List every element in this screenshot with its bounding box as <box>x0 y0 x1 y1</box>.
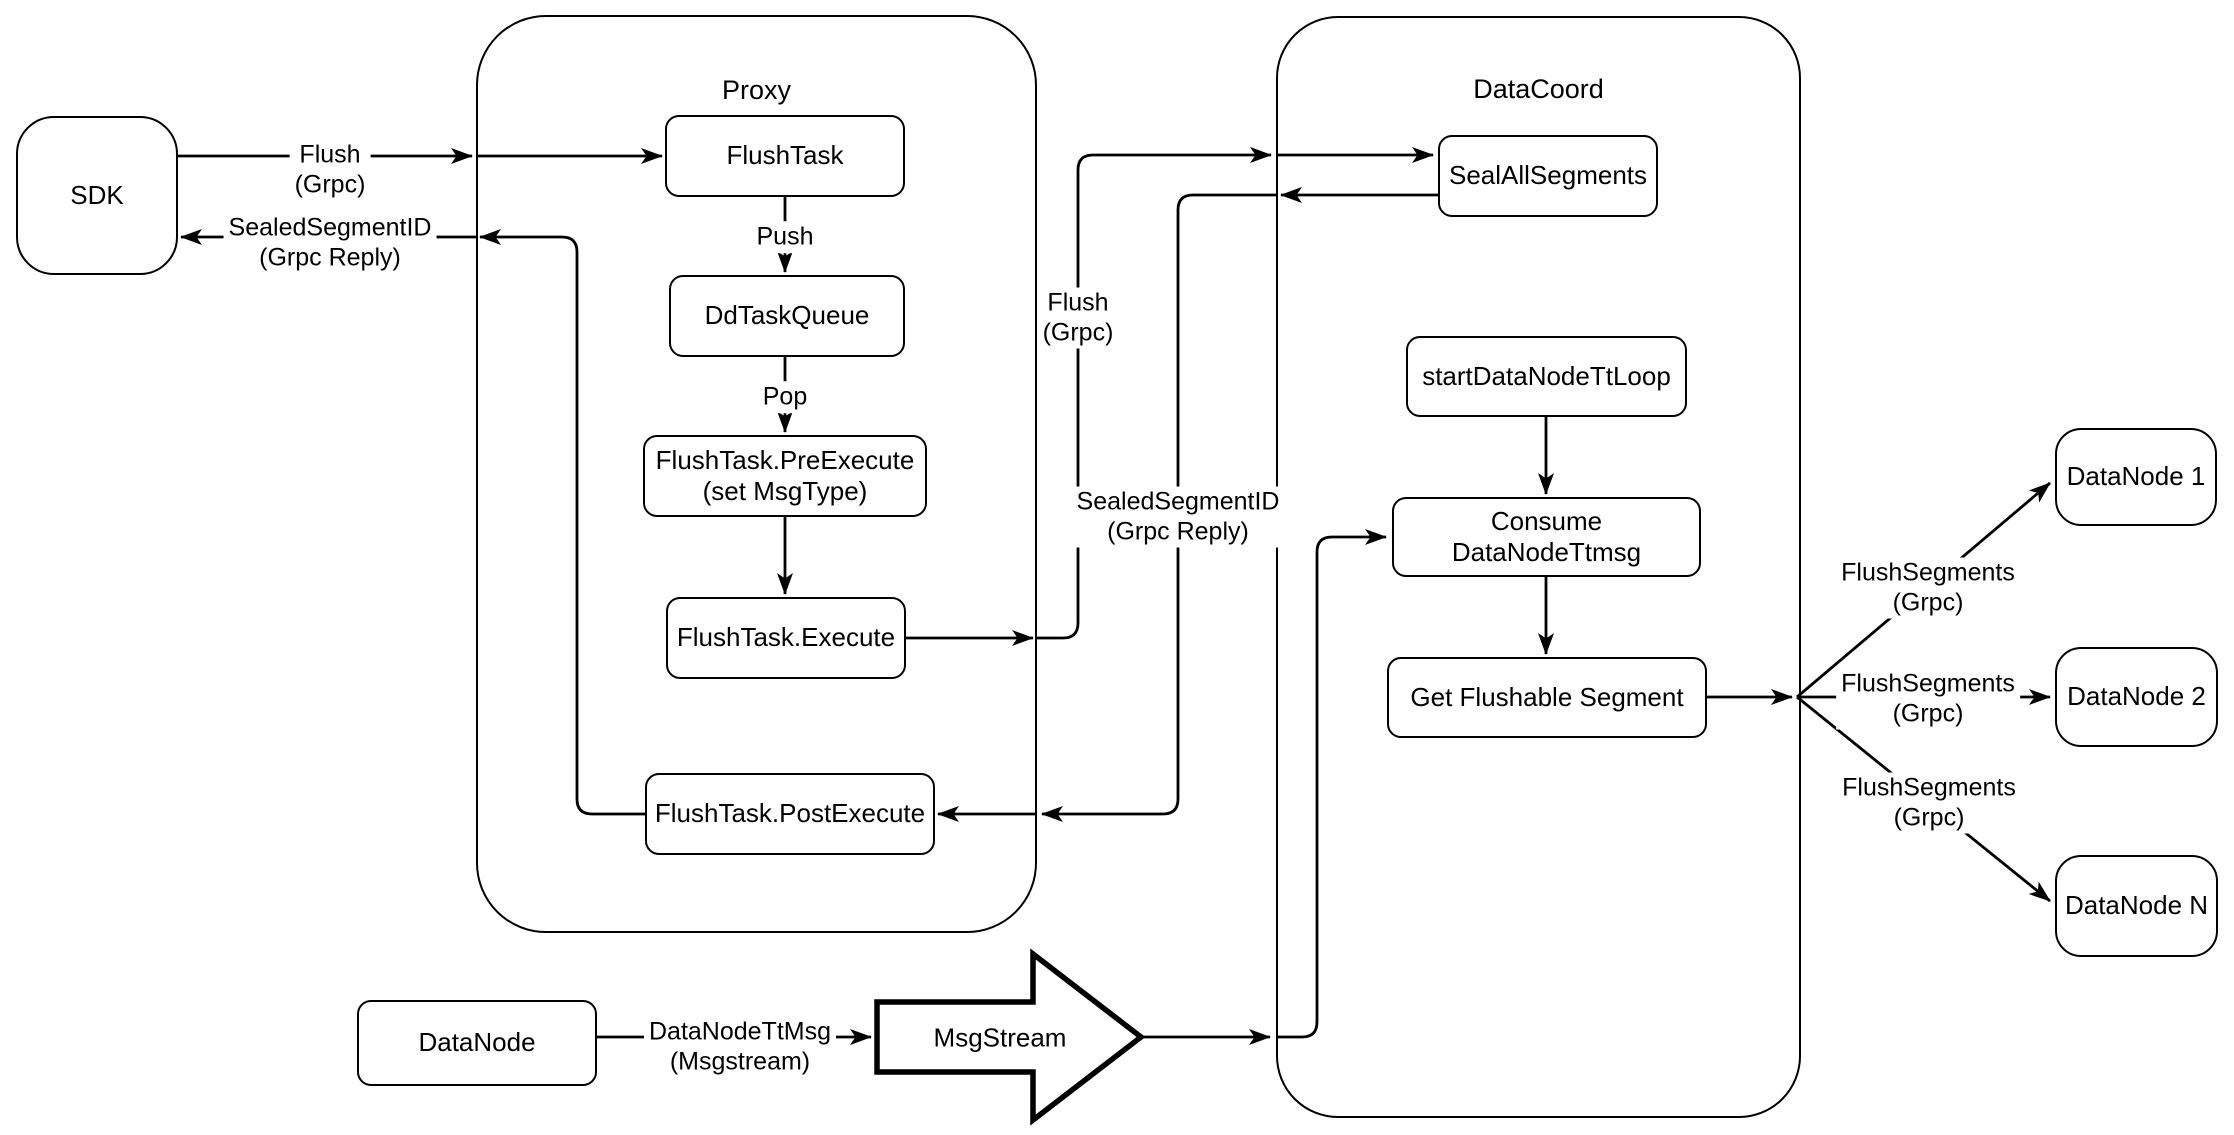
node-flushtask-postexecute: FlushTask.PostExecute <box>645 773 935 855</box>
edge-label-flush-grpc-mid: Flush (Grpc) <box>1037 287 1119 349</box>
node-datanode-1: DataNode 1 <box>2055 428 2217 526</box>
node-datanode: DataNode <box>357 1000 597 1086</box>
edge-label-pop: Pop <box>757 381 813 413</box>
edge-label-datanodettmsg: DataNodeTtMsg (Msgstream) <box>643 1016 837 1078</box>
edge-label-sealedsegmentid-to-sdk: SealedSegmentID (Grpc Reply) <box>223 212 437 274</box>
node-sealallsegments: SealAllSegments <box>1438 135 1658 217</box>
node-flushtask: FlushTask <box>665 115 905 197</box>
edge-label-flushsegments-1: FlushSegments (Grpc) <box>1836 557 2020 619</box>
node-consume-datanodettmsg: Consume DataNodeTtmsg <box>1392 497 1701 577</box>
datacoord-title: DataCoord <box>1473 74 1604 104</box>
edge-proxy-boundary-to-datacoord-boundary-flush <box>1037 147 1272 640</box>
msgstream-label: MsgStream <box>933 1022 1067 1053</box>
node-flushtask-preexecute: FlushTask.PreExecute (set MsgType) <box>643 435 927 517</box>
node-ddtaskqueue: DdTaskQueue <box>669 275 905 357</box>
node-datanode-n: DataNode N <box>2055 855 2218 957</box>
edge-label-flushsegments-3: FlushSegments (Grpc) <box>1837 772 2021 834</box>
edge-label-flushsegments-2: FlushSegments (Grpc) <box>1836 668 2020 730</box>
edge-label-push: Push <box>751 221 819 253</box>
edge-label-flush-grpc-sdk: Flush (Grpc) <box>289 139 371 201</box>
node-datanode-2: DataNode 2 <box>2055 647 2218 747</box>
node-get-flushable-segment: Get Flushable Segment <box>1387 657 1707 738</box>
proxy-title: Proxy <box>721 75 792 105</box>
proxy-container: Proxy <box>476 15 1037 933</box>
edge-label-sealedsegmentid-mid: SealedSegmentID (Grpc Reply) <box>1071 486 1285 548</box>
node-sdk: SDK <box>16 116 178 275</box>
node-flushtask-execute: FlushTask.Execute <box>666 597 906 679</box>
node-startdatanodettloop: startDataNodeTtLoop <box>1406 336 1687 417</box>
